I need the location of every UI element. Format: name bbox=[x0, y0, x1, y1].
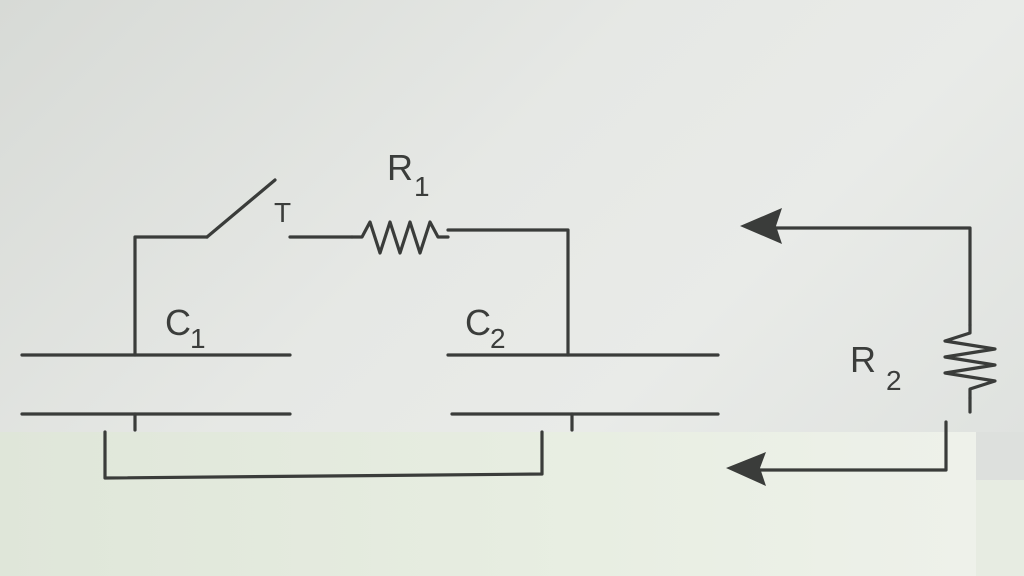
paper-background-strip bbox=[976, 480, 1024, 576]
wire-r2-bottom bbox=[748, 420, 948, 472]
paper-background-lower bbox=[0, 432, 976, 576]
label-switch-t: T bbox=[274, 197, 291, 228]
label-c1-subscript: 1 bbox=[190, 323, 206, 354]
label-c2-subscript: 2 bbox=[490, 323, 506, 354]
label-c1: C bbox=[165, 302, 191, 343]
switch-blade bbox=[205, 178, 277, 239]
label-r1: R bbox=[387, 147, 413, 188]
wire-r2-top bbox=[758, 226, 972, 327]
wire-c1-to-switch bbox=[133, 235, 209, 357]
wire-r1-to-c2 bbox=[446, 228, 570, 357]
label-r1-subscript: 1 bbox=[414, 171, 430, 202]
paper-background bbox=[0, 0, 1024, 432]
label-r2-subscript: 2 bbox=[886, 365, 902, 396]
label-c2: C bbox=[465, 302, 491, 343]
wire-bottom-loop bbox=[103, 430, 544, 480]
label-r2: R bbox=[850, 339, 876, 380]
arrow-left-bottom-icon bbox=[726, 452, 766, 486]
arrow-left-top-icon bbox=[740, 208, 782, 244]
resistor-r1 bbox=[350, 220, 450, 255]
resistor-r2 bbox=[943, 323, 997, 400]
